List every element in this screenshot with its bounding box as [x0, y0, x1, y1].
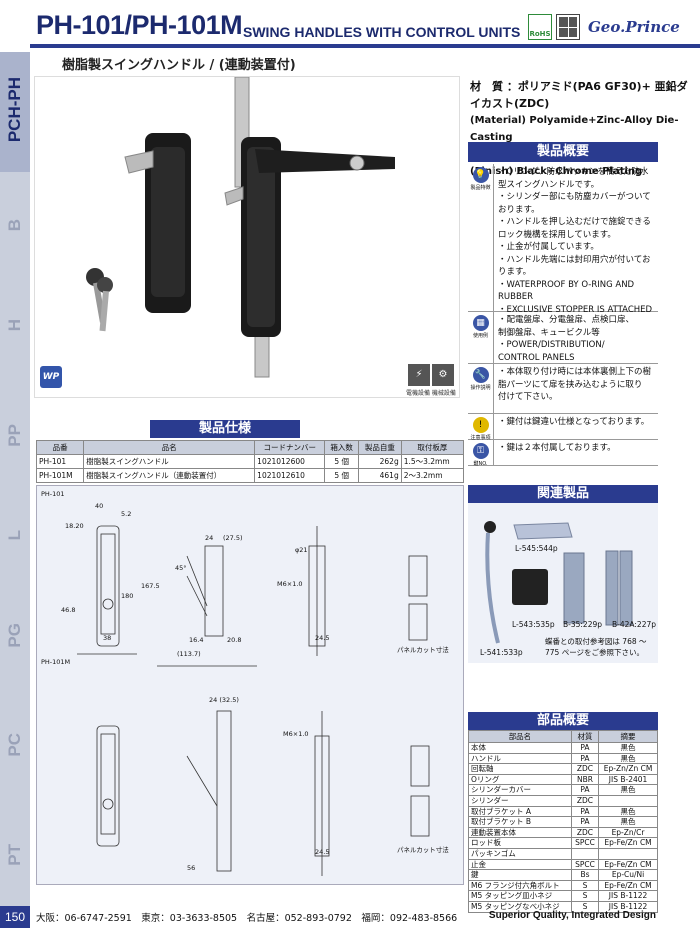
sidebar-code: PCH-PH: [5, 77, 24, 143]
parts-heading: 部品概要: [468, 712, 658, 730]
page-title: PH-101/PH-101M: [36, 10, 243, 40]
material-jp: 材 質 ：ポリアミド(PA6 GF30)+ 亜鉛ダイカスト(ZDC): [470, 80, 688, 110]
header-rule: [30, 44, 700, 48]
related-illustration: [484, 521, 633, 644]
spec-table: 品番 品名 コードナンバー 箱入数 製品自重 取付板厚 PH-101 樹脂製スイ…: [35, 440, 465, 483]
overview-text: ・本体取り付け時には本体裏側上下の樹 脂パーツにて扉を挟み込むように取り 付けて…: [498, 367, 652, 402]
table-header-row: 部品名 材質 摘要: [468, 730, 658, 743]
page-subtitle: SWING HANDLES WITH CONTROL UNITS: [243, 24, 521, 40]
sidebar-code: B: [5, 218, 24, 232]
sidebar-item-pp[interactable]: PP: [0, 400, 30, 470]
page-header: PH-101/PH-101M SWING HANDLES WITH CONTRO…: [0, 0, 700, 50]
overview-heading: 製品概要: [468, 142, 658, 162]
overview-text: ・配電盤扉、分電盤扉、点検口扉、 制御盤扉、キュービクル等 ・POWER/DIS…: [498, 315, 635, 363]
drawing-lines: [77, 525, 430, 876]
product-illustration: [86, 76, 395, 378]
sidebar-item-l[interactable]: L: [0, 500, 30, 570]
machine-equipment-icon: ⚙: [432, 364, 454, 386]
key-icon: ⚿: [472, 443, 489, 459]
sidebar-code: PG: [5, 622, 24, 648]
drawing-label-b: PH-101M: [41, 658, 71, 666]
usage-icons-label: 電機設備 機械設備: [406, 390, 456, 397]
sidebar-code: PP: [5, 423, 24, 447]
sidebar-active-bg: [0, 52, 30, 172]
related-item[interactable]: L-543:535p: [512, 620, 555, 629]
drawing-label-a: PH-101: [41, 490, 65, 498]
rohs-logo: RoHS: [528, 14, 552, 40]
overview-text: ・Oリング、防水パッキンを備えた防水 型スイングハンドルです。 ・シリンダー部に…: [498, 167, 653, 315]
related-item[interactable]: L-541:533p: [480, 648, 523, 657]
sidebar-item-pg[interactable]: PG: [0, 600, 30, 670]
sidebar-item-pt[interactable]: PT: [0, 820, 30, 890]
sidebar-item-b[interactable]: B: [0, 190, 30, 260]
sidebar-item-h[interactable]: H: [0, 290, 30, 360]
sidebar-code: L: [5, 529, 24, 541]
page-number: 150: [0, 906, 30, 928]
related-heading: 関連製品: [468, 485, 658, 503]
warning-icon: !: [472, 417, 489, 433]
table-row: パッキンゴム: [468, 847, 658, 860]
sidebar-code: PC: [5, 733, 24, 757]
material-en: (Material) Polyamide+Zinc-Alloy Die-Cast…: [470, 115, 679, 143]
jp-subtitle: 樹脂製スイングハンドル / (連動装置付): [62, 58, 296, 73]
panel-cut-label: パネルカット寸法: [397, 646, 449, 654]
panel-icon: ▦: [472, 315, 489, 331]
product-photo: [34, 76, 460, 398]
waterproof-badge: WP: [40, 366, 62, 388]
wrench-icon: 🔧: [472, 367, 489, 383]
table-row: PH-101M 樹脂製スイングハンドル（連動装置付） 1021012610 5 …: [35, 468, 465, 483]
brand-logo: Geo.Prince: [588, 18, 680, 36]
spec-heading: 製品仕様: [150, 420, 300, 438]
overview-table: 💡製品特徴 ・Oリング、防水パッキンを備えた防水 型スイングハンドルです。 ・シ…: [468, 164, 658, 467]
overview-text: ・鍵付は鍵違い仕様となっております。: [498, 417, 650, 427]
related-item[interactable]: L-545:544p: [515, 544, 558, 553]
sidebar-code: PT: [5, 844, 24, 866]
overview-row: !注意事項 ・鍵付は鍵違い仕様となっております。: [468, 414, 658, 441]
related-products: [468, 503, 658, 663]
panel-cut-label: パネルカット寸法: [397, 846, 449, 854]
related-note: 蝶番との取付参考図は 768 ～ 775 ページをご参照下さい。: [545, 637, 647, 657]
related-item[interactable]: B-35:229p: [563, 620, 602, 629]
sidebar-item-pch-ph[interactable]: PCH-PH: [0, 60, 30, 160]
standard-logo: [556, 14, 580, 40]
brand-logos: RoHS Geo.Prince: [528, 14, 680, 40]
finish-en: (Finish) Black+Chrome Plating: [470, 166, 643, 177]
sidebar: [0, 52, 30, 928]
overview-row: 💡製品特徴 ・Oリング、防水パッキンを備えた防水 型スイングハンドルです。 ・シ…: [468, 164, 658, 315]
electrical-equipment-icon: ⚡: [408, 364, 430, 386]
footer-slogan: Superior Quality, Integrated Design: [488, 910, 656, 921]
sidebar-item-pc[interactable]: PC: [0, 710, 30, 780]
technical-drawing: PH-101 PH-101M パネルカット寸法 パネルカット寸法 40 38 1…: [36, 485, 464, 885]
overview-row: ⚿鍵NO. ・鍵は２本付属しております。: [468, 440, 658, 467]
overview-row: 🔧操作説明 ・本体取り付け時には本体裏側上下の樹 脂パーツにて扉を挟み込むように…: [468, 364, 658, 414]
overview-text: ・鍵は２本付属しております。: [498, 443, 616, 453]
table-header-row: 品番 品名 コードナンバー 箱入数 製品自重 取付板厚: [35, 440, 465, 455]
footer-contacts: 大阪：06-6747-2591 東京：03-3633-8505 名古屋：052-…: [36, 913, 458, 924]
sidebar-code: H: [5, 318, 24, 332]
overview-row: ▦使用例 ・配電盤扉、分電盤扉、点検口扉、 制御盤扉、キュービクル等 ・POWE…: [468, 312, 658, 364]
usage-icons: ⚡ ⚙: [408, 364, 454, 386]
related-item[interactable]: B-42A:227p: [612, 620, 656, 629]
table-row: PH-101 樹脂製スイングハンドル 1021012600 5 個 262g 1…: [35, 454, 465, 469]
bulb-icon: 💡: [472, 167, 489, 183]
